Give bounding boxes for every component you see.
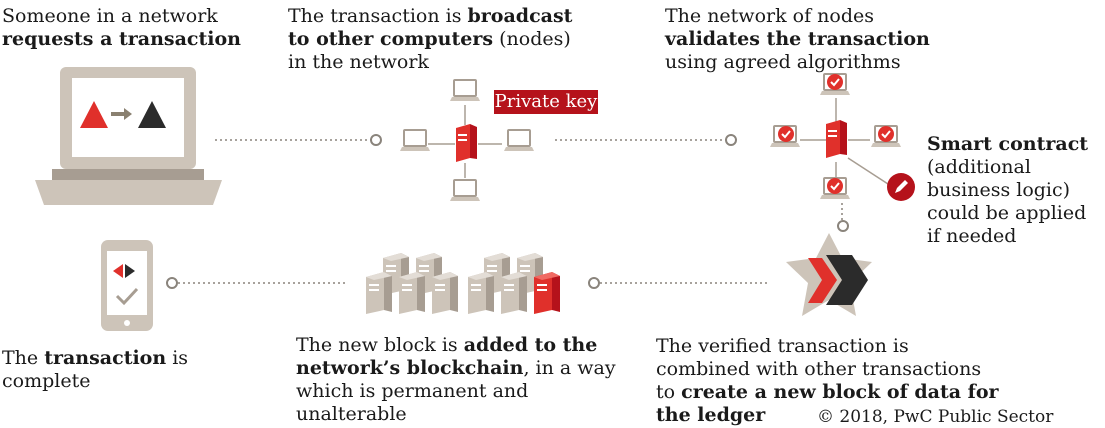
checkmark-icon bbox=[826, 177, 844, 195]
copyright: © 2018, PwC Public Sector bbox=[817, 407, 1054, 427]
server-icon bbox=[534, 272, 560, 314]
server-icon bbox=[432, 272, 458, 314]
checkmark-icon bbox=[777, 125, 795, 143]
computer-node-icon bbox=[449, 179, 481, 202]
broadcast-network bbox=[399, 79, 535, 202]
server-icon bbox=[399, 272, 425, 314]
computer-node-icon bbox=[399, 129, 431, 152]
laptop-icon bbox=[35, 67, 222, 205]
step-new-block-text: The verified transaction is combined wit… bbox=[656, 335, 999, 426]
step-added-text: The new block is added to the network’s … bbox=[296, 334, 616, 425]
step-complete-text: The transaction is complete bbox=[2, 347, 189, 392]
step-broadcast-text: The transaction is broadcast to other co… bbox=[288, 5, 573, 73]
step-validate-text: The network of nodes validates the trans… bbox=[665, 5, 930, 73]
server-icon bbox=[468, 272, 494, 314]
connector-lines bbox=[178, 139, 843, 284]
server-icon bbox=[501, 272, 527, 314]
step-request-text: Someone in a network requests a transact… bbox=[2, 5, 241, 50]
smartphone-icon bbox=[101, 240, 153, 331]
private-key-label: Private key bbox=[494, 90, 598, 114]
computer-node-icon bbox=[449, 79, 481, 102]
pencil-icon bbox=[887, 173, 915, 201]
blockchain-servers bbox=[366, 253, 560, 314]
step-smart-contract-text: Smart contract(additional business logic… bbox=[927, 133, 1089, 247]
server-icon bbox=[366, 272, 392, 314]
block-logo-icon bbox=[786, 233, 872, 316]
connector-dots bbox=[166, 134, 849, 289]
validation-network bbox=[769, 73, 915, 201]
checkmark-icon bbox=[826, 73, 844, 91]
computer-node-icon bbox=[503, 129, 535, 152]
checkmark-icon bbox=[877, 125, 895, 143]
